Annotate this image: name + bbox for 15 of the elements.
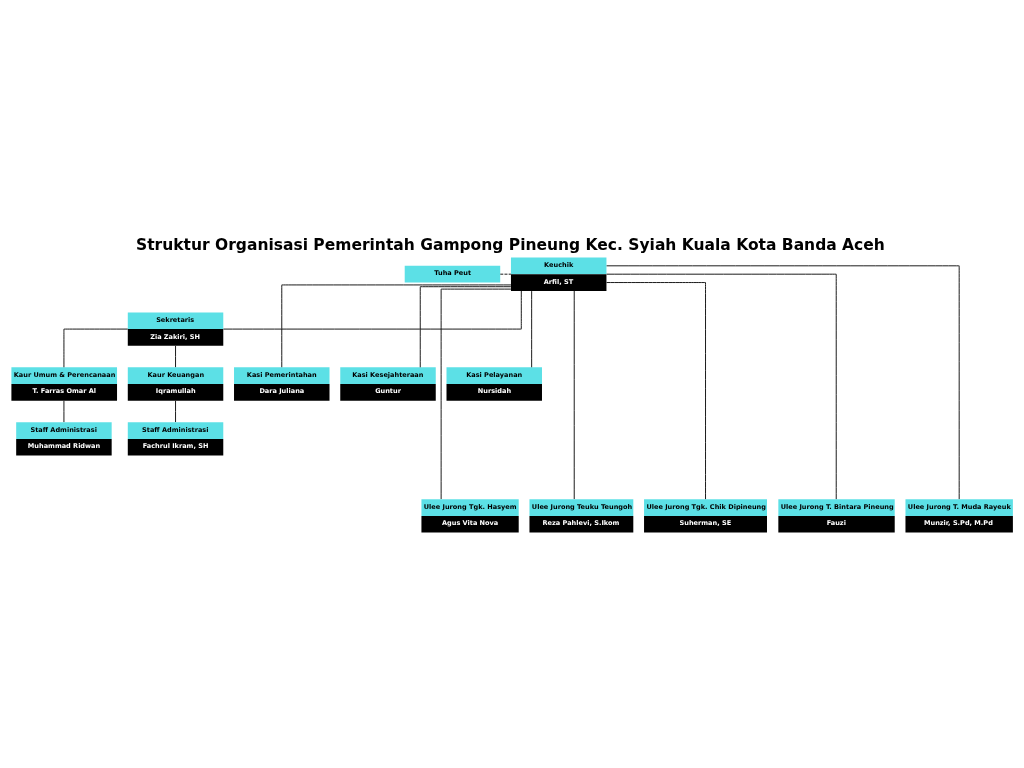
- connector: [606, 282, 706, 500]
- connector: [606, 265, 960, 500]
- connector: [281, 284, 512, 368]
- connector: [175, 345, 176, 368]
- connector: [175, 400, 176, 423]
- connector: [606, 273, 837, 500]
- connector: [63, 328, 129, 368]
- connector: [573, 290, 575, 500]
- connector: [440, 288, 512, 500]
- connector: [419, 286, 512, 368]
- connector: [63, 400, 65, 423]
- connector: [531, 290, 533, 368]
- diagram-title: Struktur Organisasi Pemerintah Gampong Pineung Kec. Syiah Kuala Kota Banda Aceh: [135, 235, 885, 254]
- connector: [499, 273, 512, 275]
- connector: [222, 290, 522, 330]
